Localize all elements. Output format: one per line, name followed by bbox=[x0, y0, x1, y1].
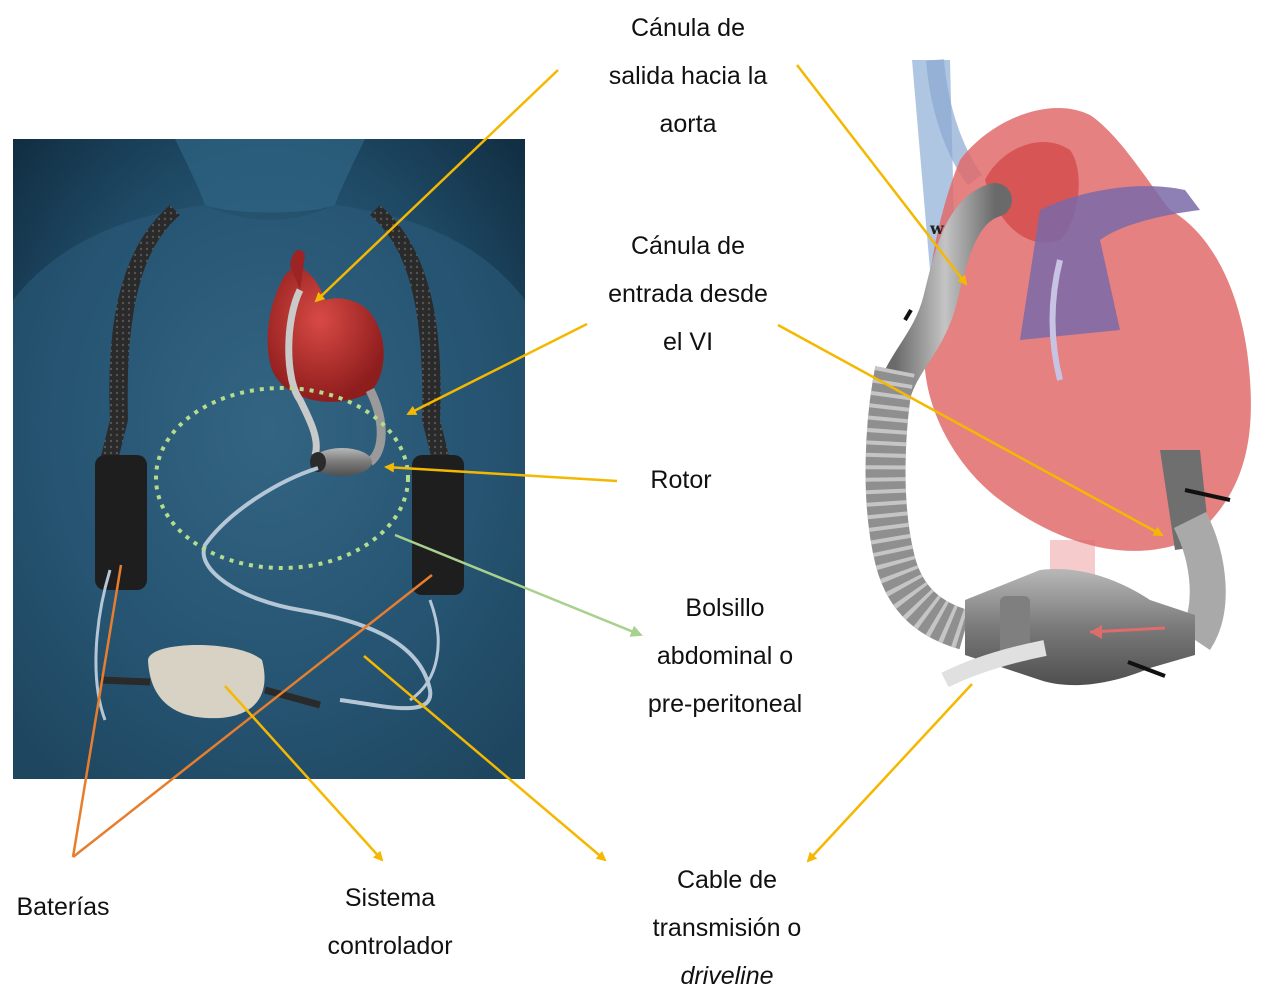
arrow-driveline-right bbox=[808, 684, 972, 861]
label-inflow-line2: entrada desde bbox=[588, 270, 788, 318]
label-pocket-line3: pre-peritoneal bbox=[620, 680, 830, 728]
label-outflow-cannula: Cánula de salida hacia la aorta bbox=[578, 4, 798, 148]
label-batteries: Baterías bbox=[0, 883, 126, 931]
svg-text:w: w bbox=[929, 219, 945, 238]
label-outflow-line2: salida hacia la bbox=[578, 52, 798, 100]
label-driveline: Cable de transmisión o driveline bbox=[622, 856, 832, 1000]
label-inflow-cannula: Cánula de entrada desde el VI bbox=[588, 222, 788, 366]
label-batteries-text: Baterías bbox=[0, 883, 126, 931]
patient-illustration bbox=[13, 139, 525, 779]
label-pocket-line1: Bolsillo bbox=[620, 584, 830, 632]
heart-cross-section: w bbox=[886, 60, 1251, 685]
label-controller-line2: controlador bbox=[300, 922, 480, 970]
label-outflow-line3: aorta bbox=[578, 100, 798, 148]
label-inflow-line3: el VI bbox=[588, 318, 788, 366]
label-pocket: Bolsillo abdominal o pre-peritoneal bbox=[620, 584, 830, 728]
label-pocket-line2: abdominal o bbox=[620, 632, 830, 680]
label-controller-line1: Sistema bbox=[300, 874, 480, 922]
label-rotor-text: Rotor bbox=[626, 456, 736, 504]
label-driveline-line1: Cable de bbox=[622, 856, 832, 904]
label-driveline-line2: transmisión o bbox=[622, 904, 832, 952]
label-outflow-line1: Cánula de bbox=[578, 4, 798, 52]
label-inflow-line1: Cánula de bbox=[588, 222, 788, 270]
label-rotor: Rotor bbox=[626, 456, 736, 504]
label-controller: Sistema controlador bbox=[300, 874, 480, 970]
